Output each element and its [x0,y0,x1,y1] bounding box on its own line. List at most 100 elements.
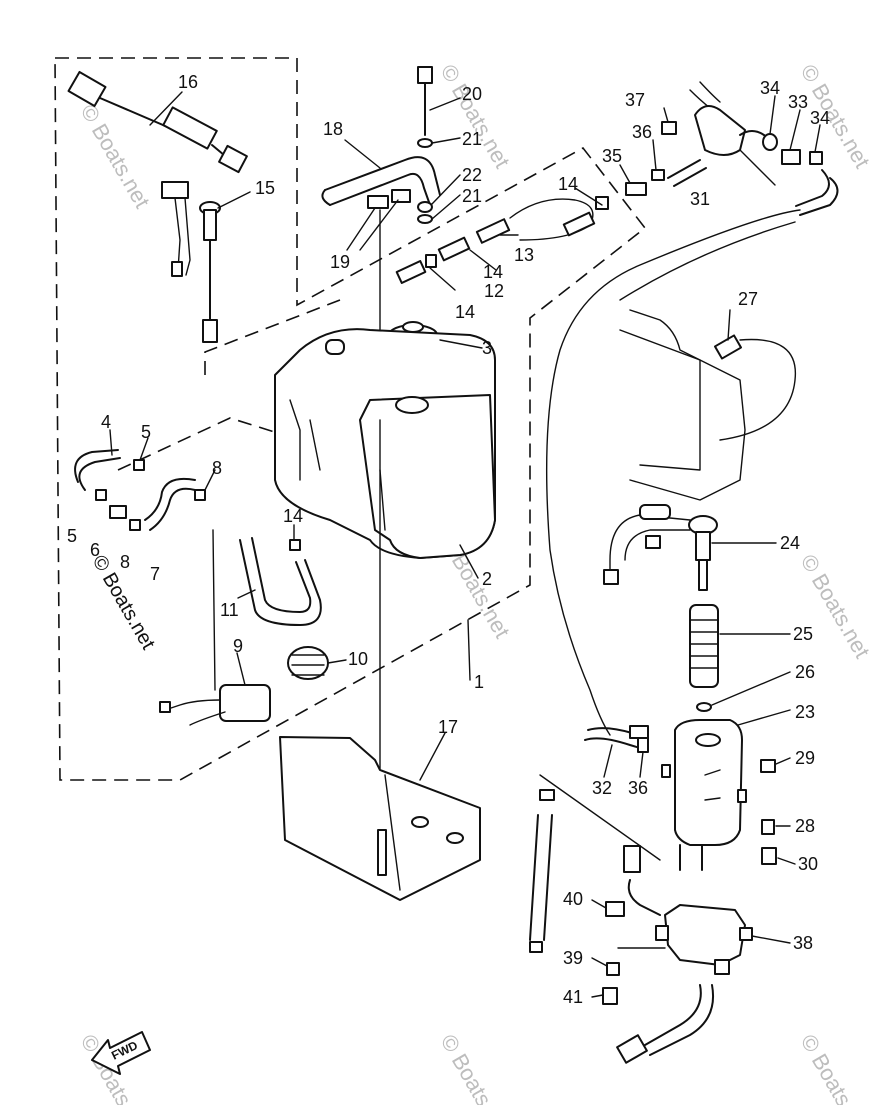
callout-25: 25 [793,624,813,644]
watermark-7: © Boats.net [796,1030,874,1105]
fitting-part-30 [761,847,777,865]
fitting-part-32-end [629,725,649,739]
callout-14a: 14 [558,174,578,194]
callout-26: 26 [795,662,815,682]
hose-part-11-inner [251,537,312,613]
fitting-part-6 [109,505,127,519]
pump-guide-line [212,529,216,691]
outlet-hose [644,984,702,1046]
callout-11: 11 [220,600,239,620]
clip-part-14d [289,539,301,551]
callout-14c: 14 [455,302,475,322]
callout-34b: 34 [810,108,830,128]
callout-39: 39 [563,948,583,968]
left-subassembly-outline [204,299,341,375]
callout-32: 32 [592,778,612,798]
callout-27: 27 [738,289,758,309]
callout-36b: 36 [628,778,648,798]
clip-part-36b [637,737,649,753]
callout-40: 40 [563,889,583,909]
hose-part-7 [149,487,196,531]
callout-2: 2 [482,569,492,589]
pump-wire [627,879,661,916]
hose-part-32 [584,737,641,749]
callout-21b: 21 [462,186,482,206]
callout-24: 24 [780,533,800,553]
watermark-6: © Boats.net [436,1030,515,1105]
vertical-hose-outer [543,814,553,941]
callout-5b: 5 [67,526,77,546]
callout-29: 29 [795,748,815,768]
callout-21a: 21 [462,129,482,149]
pad-part-19b [391,189,411,203]
hose-part-7-outer [144,477,196,521]
fitting-lower-clip [539,789,555,801]
watermark-5: © Boats.net [796,550,874,662]
callout-35: 35 [602,146,622,166]
callout-36a: 36 [632,122,652,142]
filter-part-10 [287,646,329,680]
watermarks: © Boats.net © Boats.net © Boats.net © Bo… [76,60,874,1105]
callout-1: 1 [474,672,484,692]
callout-5a: 5 [141,422,151,442]
callout-12: 12 [484,281,504,301]
watermark-1: © Boats.net [436,60,515,172]
engine-block-silhouette [619,309,797,501]
fitting-part-40 [605,901,625,917]
hose-part-11 [239,539,322,626]
clip-lower [529,941,543,953]
callout-labels: 1 2 3 4 5 5 6 7 8 8 9 10 11 12 13 14 14 … [67,72,830,1007]
callout-3: 3 [482,338,492,358]
washer-part-21b [417,214,433,224]
callout-16: 16 [178,72,198,92]
bolt-part-20 [417,66,433,136]
callout-6: 6 [90,540,100,560]
strap-part-18 [321,156,441,206]
callout-30: 30 [798,854,818,874]
outlet-hose-outer [649,984,714,1056]
callout-9: 9 [233,636,243,656]
callout-17: 17 [438,717,458,737]
hose-part-32-outer [587,727,633,734]
fitting-part-39 [606,962,620,976]
callout-8b: 8 [120,552,130,572]
callout-34a: 34 [760,78,780,98]
fitting-part-41 [602,987,618,1005]
nut-part-22 [417,201,433,213]
callout-14b: 14 [483,262,503,282]
callout-37: 37 [625,90,645,110]
long-hose-line-2 [619,221,796,301]
hose-part-4 [78,457,121,491]
callout-7: 7 [150,564,160,584]
callout-22: 22 [462,165,482,185]
sub-tank-part-23 [661,719,747,846]
bracket-part-17 [279,736,481,901]
clip-part-5b [95,489,107,501]
hose-fittings-parts-12-14 [395,196,609,284]
callout-23: 23 [795,702,815,722]
oring-part-26 [696,702,712,712]
callout-14d: 14 [283,506,303,526]
pump-part-38 [655,904,753,975]
connector-group-parts-31-37 [625,81,839,216]
clip-part-8b [129,519,141,531]
callout-15: 15 [255,178,275,198]
long-hose-line [545,209,801,736]
hose-part-4-outer [74,449,119,483]
clip-part-5a [133,459,145,471]
outlet-fitting [616,1034,648,1064]
callout-20: 20 [462,84,482,104]
strainer-part-25 [689,604,719,688]
callout-10: 10 [348,649,368,669]
callout-31: 31 [690,189,710,209]
watermark-2: © Boats.net [796,60,874,172]
clip-part-8a [194,489,206,501]
callout-4: 4 [101,412,111,432]
leader-lines [109,91,821,998]
callout-38: 38 [793,933,813,953]
callout-33: 33 [788,92,808,112]
washer-part-21a [417,138,433,148]
wire-harness-part-16 [67,70,248,174]
callout-41: 41 [563,987,583,1007]
